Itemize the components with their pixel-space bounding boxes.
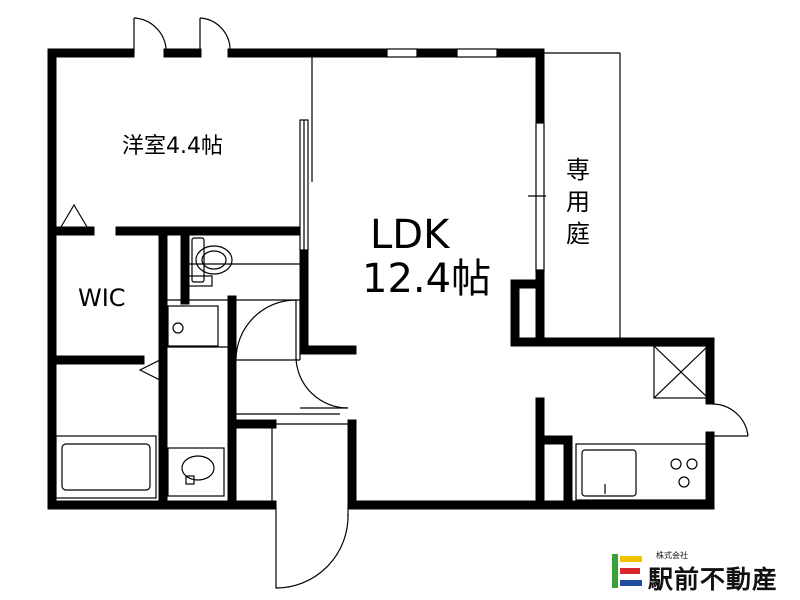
logo-mark-icon <box>612 554 642 588</box>
thin-partitions <box>163 57 352 505</box>
washer-space <box>167 305 219 347</box>
walls <box>47 48 715 510</box>
kitchen <box>575 443 709 501</box>
room-label-western-room: 洋室4.4帖 <box>122 134 223 159</box>
room-label-garden-1: 専 <box>566 156 590 184</box>
room-label-ldk: LDK <box>370 212 451 258</box>
room-label-ldk-size: 12.4帖 <box>362 256 491 302</box>
private-garden-outline <box>540 52 621 338</box>
room-label-garden-3: 庭 <box>566 220 590 248</box>
top-door-swings <box>133 17 231 56</box>
company-logo: 株式会社 駅前不動産 <box>612 550 792 594</box>
logo-company-name: 駅前不動産 <box>648 565 779 594</box>
room-label-garden-2: 用 <box>566 188 590 216</box>
refrigerator-space <box>653 345 709 399</box>
room-label-wic: WIC <box>78 284 126 312</box>
interior-door-swings <box>57 203 749 589</box>
vanity-sink <box>167 447 225 497</box>
bathtub <box>55 435 157 499</box>
toilet <box>187 237 233 287</box>
windows <box>299 48 546 271</box>
logo-company-type: 株式会社 <box>656 551 688 560</box>
